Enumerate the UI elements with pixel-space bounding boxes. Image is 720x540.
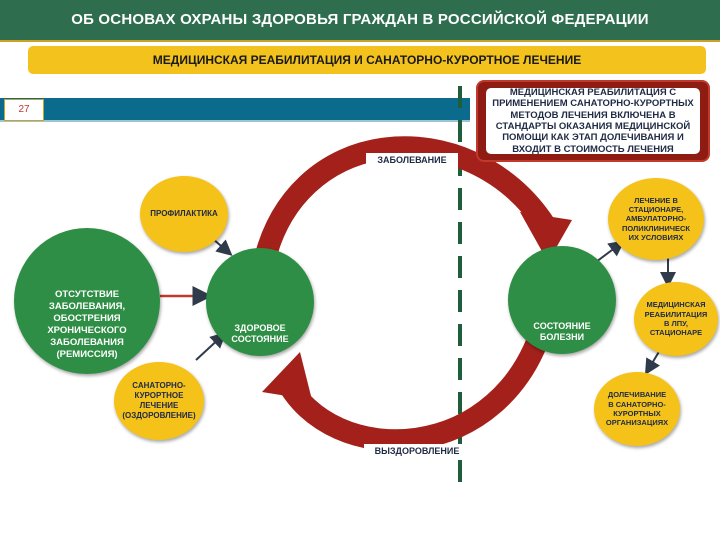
node-remission-label: ОТСУТСТВИЕ ЗАБОЛЕВАНИЯ, ОБОСТРЕНИЯ ХРОНИ… <box>47 289 127 360</box>
node-rehab-label: МЕДИЦИНСКАЯ РЕАБИЛИТАЦИЯ В ЛПУ, СТАЦИОНА… <box>644 300 708 338</box>
node-prophylaxis: ПРОФИЛАКТИКА <box>140 176 228 252</box>
node-disease: СОСТОЯНИЕ БОЛЕЗНИ <box>508 246 616 354</box>
arrow-sanatorium-healthy <box>195 331 227 361</box>
arc-label-disease: ЗАБОЛЕВАНИЕ <box>377 155 447 165</box>
node-sanatorium-label: САНАТОРНО- КУРОРТНОЕ ЛЕЧЕНИЕ (ОЗДОРОВЛЕН… <box>122 381 196 420</box>
arrow-rehab-aftercare <box>644 349 661 376</box>
arc-label-recovery: ВЫЗДОРОВЛЕНИЕ <box>374 446 460 456</box>
node-remission: ОТСУТСТВИЕ ЗАБОЛЕВАНИЯ, ОБОСТРЕНИЯ ХРОНИ… <box>14 228 160 374</box>
node-disease-label: СОСТОЯНИЕ БОЛЕЗНИ <box>533 320 591 342</box>
slide-number: 27 <box>4 99 44 121</box>
arc-bottom-label-bg <box>364 444 470 460</box>
arc-upper <box>251 136 555 275</box>
slide-number-band <box>0 98 470 120</box>
node-treatment-label: ЛЕЧЕНИЕ В СТАЦИОНАРЕ, АМБУЛАТОРНО- ПОЛИК… <box>622 195 690 243</box>
page-title: ОБ ОСНОВАХ ОХРАНЫ ЗДОРОВЬЯ ГРАЖДАН В РОС… <box>71 11 649 28</box>
node-treatment: ЛЕЧЕНИЕ В СТАЦИОНАРЕ, АМБУЛАТОРНО- ПОЛИК… <box>608 178 704 260</box>
header-bar: ОБ ОСНОВАХ ОХРАНЫ ЗДОРОВЬЯ ГРАЖДАН В РОС… <box>0 0 720 42</box>
note-text: МЕДИЦИНСКАЯ РЕАБИЛИТАЦИЯ С ПРИМЕНЕНИЕМ С… <box>492 86 694 155</box>
arc-lower <box>275 315 556 452</box>
subheader-bar: МЕДИЦИНСКАЯ РЕАБИЛИТАЦИЯ И САНАТОРНО-КУР… <box>28 46 706 74</box>
node-healthy: ЗДОРОВОЕ СОСТОЯНИЕ <box>206 248 314 356</box>
node-aftercare-label: ДОЛЕЧИВАНИЕ В САНАТОРНО- КУРОРТНЫХ ОРГАН… <box>605 390 669 428</box>
node-healthy-label: ЗДОРОВОЕ СОСТОЯНИЕ <box>231 322 289 344</box>
node-prophylaxis-label: ПРОФИЛАКТИКА <box>150 209 218 218</box>
note-box: МЕДИЦИНСКАЯ РЕАБИЛИТАЦИЯ С ПРИМЕНЕНИЕМ С… <box>476 80 710 162</box>
node-rehab: МЕДИЦИНСКАЯ РЕАБИЛИТАЦИЯ В ЛПУ, СТАЦИОНА… <box>634 282 718 356</box>
arc-top-label-bg <box>366 153 458 169</box>
slide-number-band-shadow <box>0 120 470 122</box>
arc-upper-arrowhead <box>520 212 572 262</box>
node-aftercare: ДОЛЕЧИВАНИЕ В САНАТОРНО- КУРОРТНЫХ ОРГАН… <box>594 372 680 446</box>
node-sanatorium: САНАТОРНО- КУРОРТНОЕ ЛЕЧЕНИЕ (ОЗДОРОВЛЕН… <box>114 362 204 440</box>
section-title: МЕДИЦИНСКАЯ РЕАБИЛИТАЦИЯ И САНАТОРНО-КУР… <box>152 53 582 67</box>
arc-lower-arrowhead <box>262 352 312 400</box>
